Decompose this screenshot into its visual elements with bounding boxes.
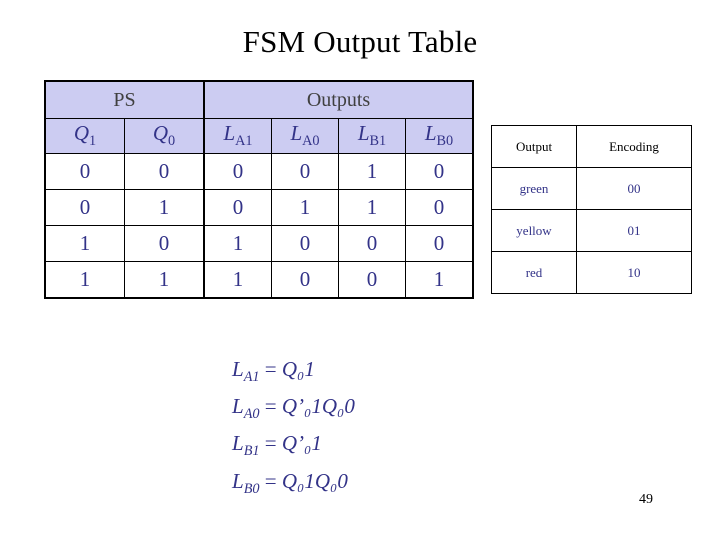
cell-r0-c2: 0 [203,153,272,190]
column-header-la0: LA0 [271,118,339,154]
column-header-la1: LA1 [203,118,272,154]
equation-la1-rhs: Q₀1 [281,357,315,381]
cell-r0-c5: 0 [405,153,474,190]
equation-lb0-base: L [232,468,244,493]
output-equations: LA1 = Q₀1 LA0 = Q’₀1Q₀0 LB1 = Q’₀1 LB0 =… [232,355,355,504]
cell-r2-c5: 0 [405,225,474,262]
page-number: 49 [639,492,653,507]
equation-la0-rhs: Q’₀1Q₀0 [281,394,355,419]
table-group-header-row: PS Outputs [44,80,474,119]
cell-r3-c3: 0 [271,261,339,299]
column-header-q1-base: Q [73,121,90,146]
encoding-value-red: 10 [576,251,692,294]
cell-r2-c0: 1 [44,225,125,262]
cell-r1-c0: 0 [44,189,125,226]
cell-r1-c5: 0 [405,189,474,226]
column-header-q0-sub: 0 [168,133,176,150]
cell-r0-c0: 0 [44,153,125,190]
column-header-lb0-base: L [424,121,437,146]
table-column-header-row: Q1 Q0 LA1 LA0 LB1 LB0 [44,118,474,154]
equation-lb0: LB0 = Q₀1Q₀0 [232,468,348,497]
equation-la0: LA0 = Q’₀1Q₀0 [232,394,355,423]
equation-la1-base: L [232,357,244,381]
cell-r1-c1: 1 [124,189,205,226]
equation-lb1: LB1 = Q’₀1 [232,431,322,460]
table-row: 1 0 1 0 0 0 [44,225,474,262]
equation-la0-sub: A0 [243,406,260,423]
cell-r3-c2: 1 [203,261,272,299]
cell-r3-c1: 1 [124,261,205,299]
encoding-value-yellow: 01 [576,209,692,252]
cell-r1-c3: 1 [271,189,339,226]
equation-la0-base: L [232,394,244,419]
column-header-q0-base: Q [152,121,169,146]
encoding-output-green: green [491,167,577,210]
page-title: FSM Output Table [242,24,478,59]
encoding-output-red: red [491,251,577,294]
encoding-value-green: 00 [576,167,692,210]
cell-r2-c4: 0 [338,225,406,262]
cell-r0-c3: 0 [271,153,339,190]
column-header-q1: Q1 [44,118,125,154]
equation-lb1-rhs: Q’₀1 [281,431,322,456]
cell-r2-c2: 1 [203,225,272,262]
cell-r1-c2: 0 [203,189,272,226]
fsm-output-truth-table: PS Outputs Q1 Q0 LA1 LA0 LB1 LB0 0 0 0 0… [44,80,474,299]
encoding-header-encoding: Encoding [576,125,692,168]
table-row: red 10 [491,251,692,294]
cell-r1-c4: 1 [338,189,406,226]
column-header-lb0: LB0 [405,118,474,154]
equation-lb1-sub: B1 [243,443,260,460]
column-header-lb1-base: L [357,121,370,146]
equation-lb0-rhs: Q₀1Q₀0 [281,468,348,493]
column-header-la0-sub: A0 [302,133,320,150]
encoding-header-output: Output [491,125,577,168]
group-header-ps: PS [44,80,205,119]
column-header-lb1-sub: B1 [369,133,387,150]
cell-r0-c4: 1 [338,153,406,190]
column-header-la1-sub: A1 [235,133,253,150]
cell-r3-c0: 1 [44,261,125,299]
cell-r3-c4: 0 [338,261,406,299]
group-header-outputs: Outputs [203,80,474,119]
equation-lb0-sub: B0 [243,480,260,497]
equation-la1: LA1 = Q₀1 [232,357,315,386]
column-header-q1-sub: 1 [89,133,97,150]
table-row: green 00 [491,167,692,210]
cell-r2-c3: 0 [271,225,339,262]
cell-r3-c5: 1 [405,261,474,299]
equation-la1-sub: A1 [243,369,260,386]
column-header-la1-base: L [223,121,236,146]
column-header-lb1: LB1 [338,118,406,154]
table-row: 1 1 1 0 0 1 [44,261,474,299]
column-header-la0-base: L [290,121,303,146]
output-encoding-table: Output Encoding green 00 yellow 01 red 1… [491,125,692,294]
column-header-lb0-sub: B0 [436,133,454,150]
cell-r2-c1: 0 [124,225,205,262]
table-row: 0 0 0 0 1 0 [44,153,474,190]
cell-r0-c1: 0 [124,153,205,190]
table-row: yellow 01 [491,209,692,252]
table-row: 0 1 0 1 1 0 [44,189,474,226]
equation-lb1-base: L [232,431,244,456]
encoding-output-yellow: yellow [491,209,577,252]
encoding-header-row: Output Encoding [491,125,692,168]
column-header-q0: Q0 [124,118,205,154]
